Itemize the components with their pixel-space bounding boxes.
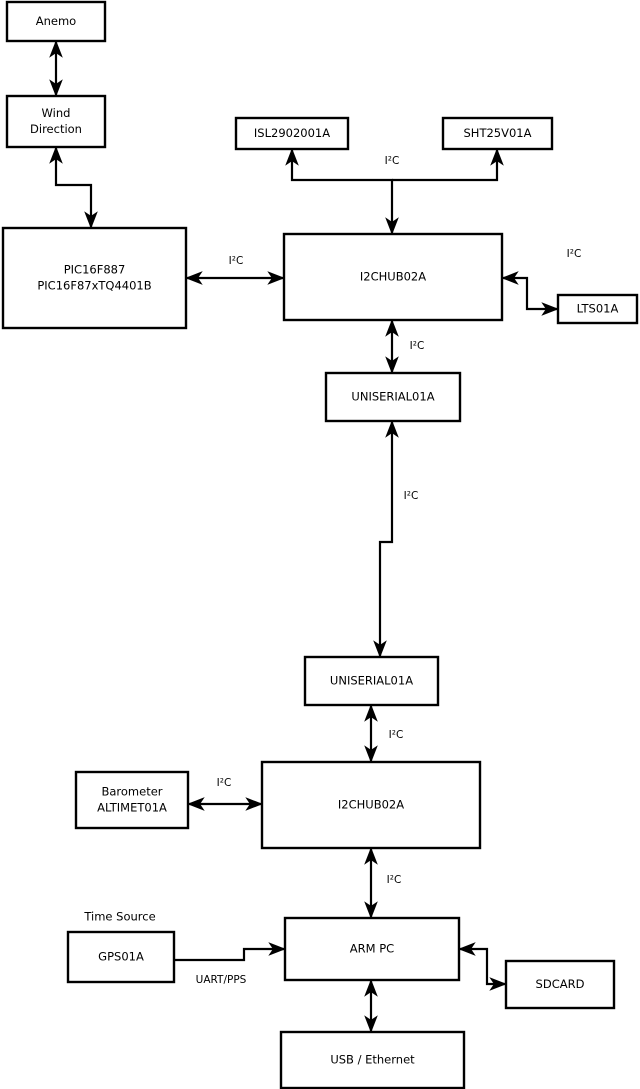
edge-line-armpc-sdcard — [458, 942, 507, 991]
edge-label-hub-uniserial: I²C — [410, 340, 425, 352]
node-hub-bottom[interactable]: I2CHUB02A — [260, 760, 482, 850]
node-usb-eth[interactable]: USB / Ethernet — [279, 1030, 466, 1089]
edge-armpc-sdcard — [458, 942, 507, 991]
edge-label-uniserial-hub2: I²C — [389, 729, 404, 741]
node-box-barometer[interactable] — [74, 770, 190, 830]
node-box-uniserial-lo[interactable] — [303, 655, 440, 707]
node-label-lts: LTS01A — [577, 302, 619, 316]
node-armpc[interactable]: ARM PC — [283, 916, 461, 982]
node-label-pic: PIC16F87xTQ4401B — [37, 279, 151, 293]
node-box-wind-dir[interactable] — [5, 94, 107, 149]
edge-label-barometer-hub2: I²C — [217, 777, 232, 789]
node-label-anemo: Anemo — [36, 14, 76, 28]
node-label-uniserial-lo: UNISERIAL01A — [330, 674, 413, 688]
node-label-armpc: ARM PC — [350, 942, 394, 956]
edge-uniserial-hub2: I²C — [364, 704, 404, 763]
node-box-gps[interactable] — [66, 930, 176, 984]
node-box-hub-top[interactable] — [282, 232, 504, 322]
node-uniserial-up[interactable]: UNISERIAL01A — [324, 371, 462, 423]
edge-line-pic-wind — [49, 146, 98, 229]
edge-label-hub-sensors: I²C — [385, 155, 400, 167]
node-anemo[interactable]: Anemo — [5, 0, 107, 43]
edge-line-hub-sensors-right — [392, 148, 504, 182]
node-box-anemo[interactable] — [5, 0, 107, 43]
node-label-sdcard: SDCARD — [536, 977, 585, 991]
edge-uniserial-link: I²C — [373, 420, 419, 658]
node-label-hub-bottom: I2CHUB02A — [338, 798, 404, 812]
node-label-uniserial-up: UNISERIAL01A — [351, 390, 434, 404]
node-label-barometer: ALTIMET01A — [97, 801, 167, 815]
edge-label-uniserial-link: I²C — [404, 490, 419, 502]
node-box-isl[interactable] — [234, 116, 350, 151]
edge-barometer-hub2: I²C — [187, 777, 263, 811]
edge-line-uniserial-link — [373, 420, 399, 658]
edge-hub-uniserial: I²C — [385, 319, 425, 374]
node-sht[interactable]: SHT25V01A — [441, 116, 554, 151]
node-gps[interactable]: GPS01A — [66, 930, 176, 984]
edge-pic-hub: I²C — [185, 255, 285, 285]
node-label-pic: PIC16F887 — [64, 263, 126, 277]
edges-layer: I²C I²C I²C I²C I²C I²C I²C I²C UART/PPS — [49, 40, 582, 1033]
edge-line-hub-lts — [501, 271, 559, 316]
node-box-usb-eth[interactable] — [279, 1030, 466, 1089]
node-box-uniserial-up[interactable] — [324, 371, 462, 423]
edge-gps-armpc: UART/PPS — [174, 942, 286, 986]
edge-label-hub-lts: I²C — [567, 248, 582, 260]
node-label-isl: ISL2902001A — [254, 126, 330, 140]
node-uniserial-lo[interactable]: UNISERIAL01A — [303, 655, 440, 707]
edge-line-hub-sensors — [285, 148, 399, 235]
node-label-barometer: Barometer — [101, 785, 162, 799]
node-box-lts[interactable] — [556, 293, 639, 325]
edge-hub-sensors: I²C — [285, 148, 400, 235]
edge-label-gps-armpc: UART/PPS — [196, 974, 247, 986]
edge-hub-sensors-right — [392, 148, 504, 182]
node-label-usb-eth: USB / Ethernet — [330, 1053, 415, 1067]
node-box-armpc[interactable] — [283, 916, 461, 982]
node-label-gps: GPS01A — [98, 950, 144, 964]
node-box-sht[interactable] — [441, 116, 554, 151]
edge-line-gps-armpc — [174, 942, 286, 962]
node-box-hub-bottom[interactable] — [260, 760, 482, 850]
edge-hub2-armpc: I²C — [364, 847, 402, 919]
node-label-hub-top: I2CHUB02A — [360, 270, 426, 284]
free-labels-layer: Time Source — [83, 910, 155, 924]
node-sdcard[interactable]: SDCARD — [504, 959, 616, 1010]
node-label-wind-dir: Wind — [42, 106, 71, 120]
edge-label-hub2-armpc: I²C — [387, 874, 402, 886]
node-isl[interactable]: ISL2902001A — [234, 116, 350, 151]
edge-pic-wind — [49, 146, 98, 229]
node-box-pic[interactable] — [1, 226, 188, 330]
node-lts[interactable]: LTS01A — [556, 293, 639, 325]
node-box-sdcard[interactable] — [504, 959, 616, 1010]
free-label-time-source: Time Source — [83, 910, 155, 924]
node-hub-top[interactable]: I2CHUB02A — [282, 232, 504, 322]
node-label-wind-dir: Direction — [30, 122, 82, 136]
edge-hub-lts: I²C — [501, 248, 582, 316]
node-label-sht: SHT25V01A — [464, 126, 532, 140]
edge-label-pic-hub: I²C — [229, 255, 244, 267]
